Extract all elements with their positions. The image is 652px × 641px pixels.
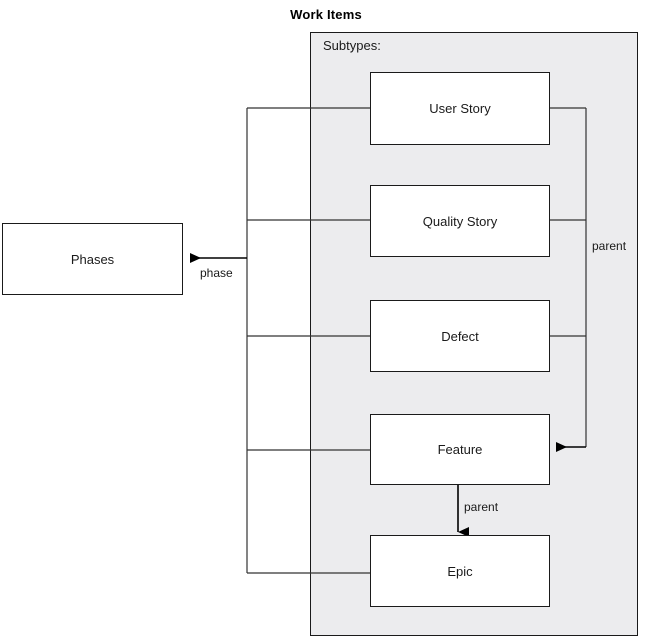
page-title: Work Items (290, 7, 362, 22)
node-epic[interactable]: Epic (370, 535, 550, 607)
node-phases[interactable]: Phases (2, 223, 183, 295)
node-phases-label: Phases (70, 251, 115, 267)
node-quality-story[interactable]: Quality Story (370, 185, 550, 257)
edge-label-parent-feature-epic: parent (464, 500, 499, 514)
node-defect[interactable]: Defect (370, 300, 550, 372)
node-user-story[interactable]: User Story (370, 72, 550, 145)
node-quality-story-label: Quality Story (422, 213, 498, 229)
node-user-story-label: User Story (429, 101, 491, 116)
node-epic-label: Epic (447, 563, 473, 579)
edge-label-parent-right: parent (592, 239, 627, 253)
node-feature[interactable]: Feature (370, 414, 550, 485)
edge-label-phase: phase (200, 266, 233, 280)
subtypes-label: Subtypes: (323, 38, 381, 53)
node-feature-label: Feature (437, 442, 483, 457)
node-defect-label: Defect (441, 328, 479, 344)
